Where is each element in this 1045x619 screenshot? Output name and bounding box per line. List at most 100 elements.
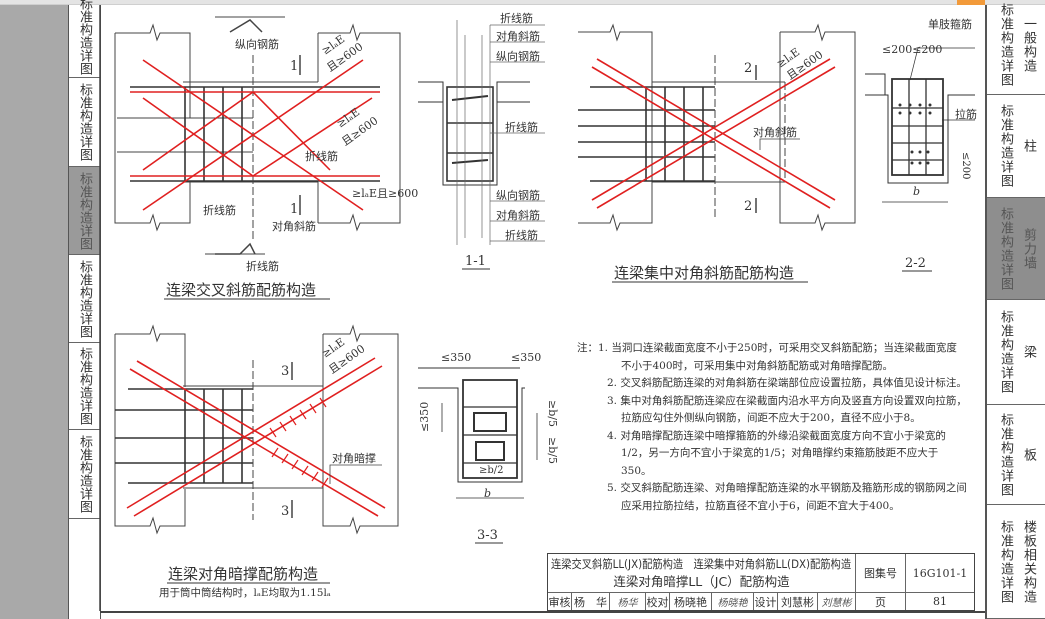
note-item: 5. 交叉斜筋配筋连梁、对角暗撑配筋连梁的水平钢筋及箍筋形成的钢筋网之间应采用拉… [607, 482, 967, 512]
page-label: 页 [856, 593, 906, 610]
right-tab-strip: 标准构造详图一般构造 标准构造详图柱 标准构造详图剪力墙 标准构造详图梁 标准构… [985, 3, 1045, 619]
right-tab-label: 梁 [1021, 345, 1036, 359]
title-block: 连梁交叉斜筋LL(JX)配筋构造 连梁集中对角斜筋LL(DX)配筋构造 连梁对角… [547, 553, 975, 611]
label-bent-bar: 折线筋 [246, 259, 279, 273]
left-tab-1[interactable]: 标准构造详图 [69, 0, 100, 78]
diagram-subtitle: 用于筒中筒结构时，lₐE均取为1.15lₐ [159, 586, 331, 599]
label: 对角斜筋 [496, 208, 540, 222]
note-item: 4. 对角暗撑配筋连梁中暗撑箍筋的外缘沿梁截面宽度方向不宜小于梁宽的1/2，另一… [607, 429, 946, 477]
label-width: b [913, 185, 920, 198]
review-label: 审核 [548, 593, 572, 610]
section-mark: 1 [290, 202, 298, 217]
stirrups [130, 86, 380, 182]
atlas-label: 图集号 [856, 554, 906, 593]
label-spacing: ≤200≤200 [882, 43, 942, 56]
label-strut: 对角暗撑 [332, 451, 376, 465]
label-ratio: ≥b/5 [546, 400, 559, 427]
note-item: 注：1. 当洞口连梁截面宽度不小于250时，可采用交叉斜筋配筋；当连梁截面宽度不… [577, 342, 957, 372]
right-tab-general[interactable]: 标准构造详图一般构造 [987, 0, 1045, 95]
section-3-3 [418, 367, 538, 499]
note-item: 3. 集中对角斜筋配筋连梁应在梁截面内沿水平方向及竖直方向设置双向拉筋，拉筋应勾… [607, 394, 967, 425]
checker-signature: 杨晓艳 [712, 593, 754, 610]
design-label: 设计 [754, 593, 778, 610]
notes-block: 注：1. 当洞口连梁截面宽度不小于250时，可采用交叉斜筋配筋；当连梁截面宽度不… [577, 340, 967, 515]
diagram-cross-diagonal [114, 16, 401, 255]
section-mark: 3 [281, 364, 289, 379]
left-tab-label: 标准构造详图 [77, 171, 92, 250]
diagram-title: 连梁集中对角斜筋配筋构造 [614, 264, 794, 282]
section-1-1-labels: 折线筋 对角斜筋 纵向钢筋 折线筋 纵向钢筋 对角斜筋 折线筋 1-1 [462, 11, 540, 270]
jc-labels: 对角暗撑 3 3 ≥lₐE 且≥600 连梁对角暗撑配筋构造 用于筒中筒结构时，… [159, 335, 376, 599]
right-tab-prefix: 标准构造详图 [998, 2, 1013, 87]
anchor-length: ≥lₐE且≥600 [352, 187, 418, 200]
label-width: b [484, 487, 491, 500]
label: 折线筋 [500, 11, 533, 25]
label: 纵向钢筋 [496, 188, 540, 202]
title-line-1: 连梁交叉斜筋LL(JX)配筋构造 连梁集中对角斜筋LL(DX)配筋构造 [551, 557, 852, 571]
right-tab-prefix: 标准构造详图 [998, 206, 1013, 291]
left-tab-5[interactable]: 标准构造详图 [69, 343, 100, 430]
left-gutter [0, 5, 68, 619]
dx-labels: 对角斜筋 2 2 ≥lₐE 且≥600 连梁集中对角斜筋配筋构造 [612, 45, 825, 283]
left-tab-label: 标准构造详图 [77, 259, 92, 338]
checker-name: 杨晓艳 [670, 593, 712, 610]
right-tab-prefix: 标准构造详图 [998, 310, 1013, 394]
right-tab-slab[interactable]: 标准构造详图板 [987, 405, 1045, 505]
label-ratio: ≥b/5 [546, 437, 559, 464]
diagram-diagonal-strut [114, 324, 399, 535]
section-2-2 [865, 47, 975, 203]
diagram-title: 连梁对角暗撑配筋构造 [168, 565, 318, 583]
atlas-number: 16G101-1 [906, 554, 974, 593]
left-tab-6[interactable]: 标准构造详图 [69, 430, 100, 519]
section-title: 1-1 [465, 254, 486, 269]
label: 折线筋 [505, 120, 538, 134]
left-tab-label: 标准构造详图 [77, 83, 92, 161]
label-diagonal: 对角斜筋 [753, 125, 797, 139]
right-tab-prefix: 标准构造详图 [998, 104, 1013, 188]
label-tie: 拉筋 [955, 107, 977, 121]
check-label: 校对 [646, 593, 670, 610]
title-line-2: 连梁对角暗撑LL（JC）配筋构造 [613, 574, 790, 589]
section-title: 3-3 [477, 528, 498, 543]
label-bent-bar: 折线筋 [203, 203, 236, 217]
left-tab-2[interactable]: 标准构造详图 [69, 78, 100, 167]
left-tab-label: 标准构造详图 [77, 435, 92, 513]
section-1-1 [418, 20, 545, 245]
diagonal-rebars [130, 59, 380, 211]
right-tab-column[interactable]: 标准构造详图柱 [987, 95, 1045, 198]
left-tab-label: 标准构造详图 [77, 347, 92, 425]
label-longitudinal: 纵向钢筋 [235, 37, 279, 51]
designer-name: 刘慧彬 [778, 593, 818, 610]
label-ratio: ≥b/2 [479, 465, 504, 476]
top-bar [0, 0, 1045, 5]
right-tab-beam[interactable]: 标准构造详图梁 [987, 300, 1045, 405]
designer-signature: 刘慧彬 [818, 593, 856, 610]
page-number: 81 [933, 595, 947, 608]
left-tab-label: 标准构造详图 [77, 0, 92, 75]
section-mark: 3 [281, 504, 289, 519]
section-2-2-labels: 单肢箍筋 ≤200≤200 拉筋 ≤200 b 2-2 [882, 17, 977, 272]
right-tab-label: 一般构造 [1021, 16, 1036, 73]
diagram-title: 连梁交叉斜筋配筋构造 [166, 281, 316, 299]
label-spacing: ≤350 [441, 351, 471, 364]
section-mark: 2 [744, 61, 752, 76]
title-cell: 连梁交叉斜筋LL(JX)配筋构造 连梁集中对角斜筋LL(DX)配筋构造 连梁对角… [548, 554, 856, 593]
frame-bottom-line [100, 611, 985, 613]
label-single-stirrup: 单肢箍筋 [928, 17, 972, 31]
label-bent-bar: 折线筋 [305, 149, 338, 163]
diagram-concentrated-diagonal [578, 23, 856, 232]
note-item: 2. 交叉斜筋配筋连梁的对角斜筋在梁端部位应设置拉筋，具体值见设计标注。 [607, 377, 967, 389]
section-mark: 2 [744, 199, 752, 214]
section-3-3-labels: ≤350 ≤350 ≤350 ≥b/5 ≥b/5 ≥b/2 b 3-3 [418, 351, 559, 544]
label-spacing: ≤350 [418, 402, 431, 432]
label: 对角斜筋 [496, 29, 540, 43]
label: 折线筋 [505, 228, 538, 242]
right-tab-prefix: 标准构造详图 [998, 519, 1013, 604]
right-tab-shear-wall[interactable]: 标准构造详图剪力墙 [987, 198, 1045, 300]
left-tab-4[interactable]: 标准构造详图 [69, 255, 100, 343]
left-tab-3[interactable]: 标准构造详图 [69, 167, 100, 255]
strut-stirrups [269, 397, 329, 488]
jx-labels: 纵向钢筋 折线筋 折线筋 对角斜筋 折线筋 1 1 ≥lₐE 且≥600 ≥lₐ… [164, 32, 418, 300]
label-diagonal: 对角斜筋 [272, 219, 316, 233]
